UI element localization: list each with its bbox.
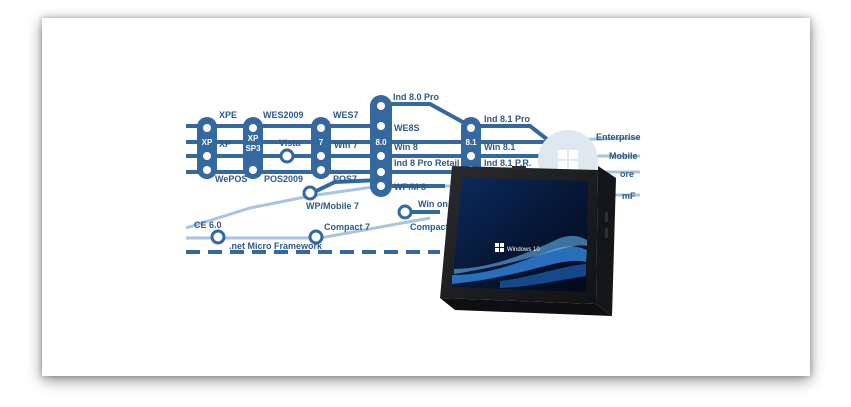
windows-icon: [495, 243, 499, 247]
label-ind81pro: Ind 8.1 Pro: [484, 114, 531, 124]
label-win7: Win 7: [334, 140, 358, 150]
label-xp: XP: [219, 139, 231, 149]
xp-node-label: XP: [202, 138, 213, 147]
label-core: ore: [620, 169, 634, 179]
label-wepos: WePOS: [215, 174, 247, 184]
seven-node-label: 7: [319, 138, 324, 147]
label-wpm8: WP/M 8: [394, 182, 426, 192]
label-mobile: Mobile: [609, 151, 638, 161]
label-vista: Vista: [279, 138, 301, 148]
label-win81: Win 8.1: [484, 142, 515, 152]
label-win-on: Win on: [418, 199, 448, 209]
label-compact: Compact: [410, 222, 449, 232]
label-compact7: Compact 7: [324, 222, 370, 232]
panel-pc: Windows 10: [440, 166, 616, 316]
label-ce60: CE 6.0: [194, 220, 222, 230]
label-wes7: WES7: [333, 110, 359, 120]
screen-windows-10-text: Windows 10: [507, 247, 540, 253]
label-ind8proretail: Ind 8 Pro Retail: [394, 158, 460, 168]
svg-text:XP: XP: [248, 134, 259, 143]
label-wpmobile7: WP/Mobile 7: [306, 201, 359, 211]
single-stops: [210, 148, 413, 245]
eight-node-label: 8.0: [375, 138, 387, 147]
eight-one-node-label: 8.1: [465, 138, 477, 147]
label-pos7: POS7: [333, 174, 357, 184]
label-ind81pr: Ind 8.1 P.R.: [484, 158, 531, 168]
image-card: [42, 18, 810, 376]
label-wes8: WE8S: [394, 123, 420, 133]
station-eight: 8.0: [370, 95, 392, 197]
label-enterprise: Enterprise: [596, 132, 641, 142]
label-ind80pro: Ind 8.0 Pro: [393, 92, 440, 102]
label-micro-framework: .net Micro Framework: [229, 241, 323, 251]
label-win8: Win 8: [394, 142, 418, 152]
station-xp-sp3: XP SP3: [243, 117, 263, 179]
label-wes2009: WES2009: [263, 110, 304, 120]
station-xp: XP: [197, 117, 217, 179]
label-xpe: XPE: [219, 110, 237, 120]
label-pos2009: POS2009: [264, 174, 303, 184]
svg-text:SP3: SP3: [245, 144, 261, 153]
station-seven: 7: [311, 117, 331, 179]
label-mf: mF: [622, 191, 636, 201]
